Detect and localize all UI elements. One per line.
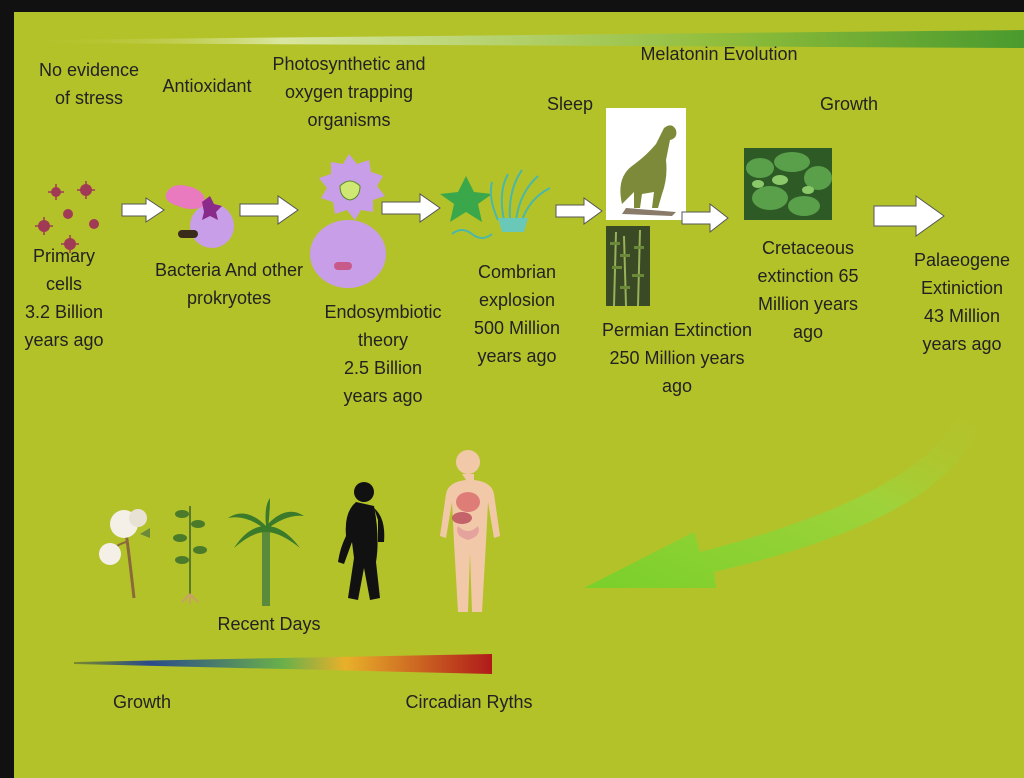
label-no-stress: No evidence of stress [24,56,154,112]
arrow-5-icon [680,202,730,234]
label-growth-top: Growth [809,90,889,118]
curved-arrow [554,392,994,602]
top-banner-line [14,12,1024,52]
label-cretaceous: Cretaceous extinction 65 Million years a… [738,234,878,346]
label-circadian: Circadian Ryths [394,688,544,716]
arrow-3-icon [380,192,442,224]
label-antioxidant: Antioxidant [152,72,262,100]
label-title: Melatonin Evolution [634,40,804,68]
growth-circadian-gradient-bar [74,652,496,676]
bacteria-icon [162,172,237,252]
cotton-plant-icon [96,502,160,602]
starfish-sea-anemone-icon [438,162,556,242]
fern-photo [606,226,650,306]
label-primary-cells: Primary cells 3.2 Billion years ago [14,242,114,354]
label-photosynthetic: Photosynthetic and oxygen trapping organ… [254,50,444,134]
arrow-1-icon [120,196,166,224]
dinosaur-photo [606,108,686,220]
label-bacteria: Bacteria And other prokryotes [144,256,314,312]
foliage-photo [744,148,832,220]
seedling-icon [168,494,212,604]
arrow-6-icon [872,194,946,238]
arrow-4-icon [554,196,604,226]
label-combrian: Combrian explosion 500 Million years ago [464,258,570,370]
label-recent-days: Recent Days [204,610,334,638]
label-sleep: Sleep [544,90,596,118]
palm-tree-icon [226,496,306,608]
arrow-2-icon [238,194,300,226]
label-growth-bottom: Growth [102,688,182,716]
label-endosymbiotic: Endosymbiotic theory 2.5 Billion years a… [310,298,456,410]
evolution-diagram: Melatonin Evolution No evidence of stres… [14,12,1024,778]
label-palaeogene: Palaeogene Extiniction 43 Million years … [904,246,1020,358]
ape-silhouette-icon [330,478,396,604]
human-anatomy-icon [418,446,518,616]
